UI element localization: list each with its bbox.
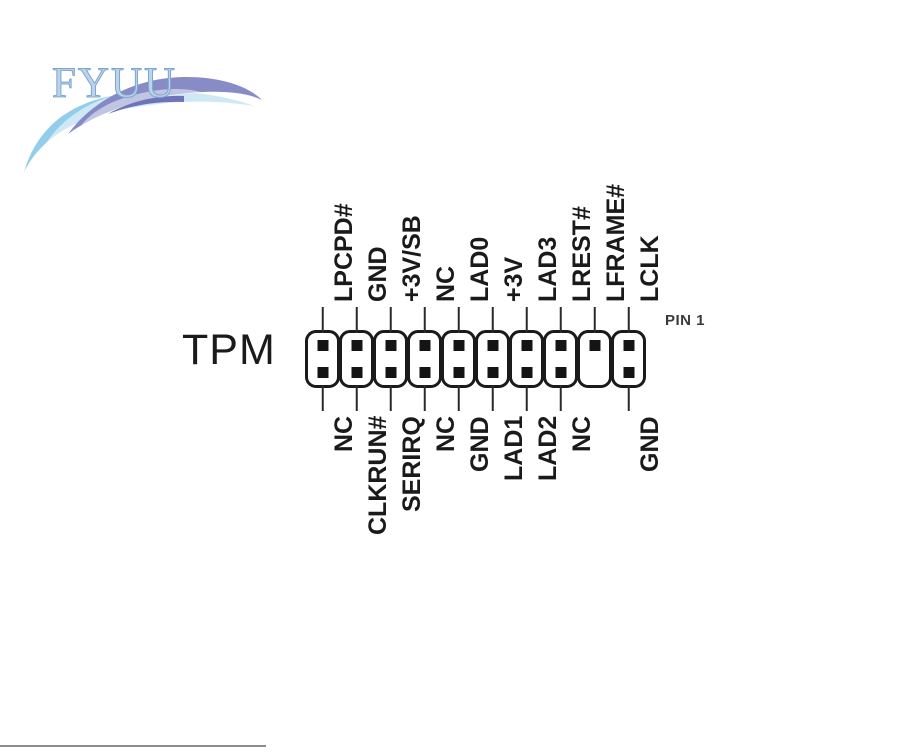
pin-label-top: LCLK — [635, 235, 664, 302]
pin-label-top: LFRAME# — [601, 183, 630, 302]
pin-pad-bottom — [555, 367, 566, 378]
fyuu-logo — [8, 62, 266, 180]
connector-body — [305, 307, 646, 411]
connector-cell — [339, 307, 374, 411]
leader-line-top — [627, 307, 630, 333]
leader-line-bottom — [559, 385, 562, 411]
pin-label-bottom: LAD2 — [533, 415, 562, 481]
component-label: TPM — [182, 326, 276, 374]
pin-pad-bottom — [453, 367, 464, 378]
connector-cell — [475, 307, 510, 411]
pin-label-bottom: NC — [329, 415, 358, 452]
pin-label-bottom: NC — [567, 415, 596, 452]
pin-label-bottom: GND — [635, 416, 664, 472]
connector-cell — [577, 307, 612, 388]
pin-label-bottom: GND — [465, 416, 494, 472]
pin-label-top: +3V/SB — [397, 215, 426, 302]
pin-pad-bottom — [317, 367, 328, 378]
leader-line-top — [525, 307, 528, 333]
leader-line-top — [389, 307, 392, 333]
leader-line-bottom — [423, 385, 426, 411]
leader-line-top — [491, 307, 494, 333]
pin-label-top: LREST# — [567, 206, 596, 302]
pin-label-top: LPCPD# — [329, 203, 358, 302]
pin-label-bottom: LAD1 — [499, 415, 528, 481]
pin-label-bottom: CLKRUN# — [363, 415, 392, 535]
connector-cell — [509, 307, 544, 411]
pin-label-top: LAD0 — [465, 236, 494, 302]
bottom-divider — [0, 745, 266, 747]
leader-line-top — [321, 307, 324, 333]
leader-line-top — [457, 307, 460, 333]
connector-cell — [305, 307, 340, 411]
pin-label-top: NC — [431, 265, 460, 302]
leader-line-bottom — [525, 385, 528, 411]
pin-pad-bottom — [419, 367, 430, 378]
connector-cell — [407, 307, 442, 411]
pin-pad-top — [385, 340, 396, 351]
connector-cell — [441, 307, 476, 411]
pin-pad-top — [555, 340, 566, 351]
connector-cell — [543, 307, 578, 411]
pin-label-top: +3V — [499, 256, 528, 302]
pin-pad-top — [453, 340, 464, 351]
pin-pad-top — [351, 340, 362, 351]
pin1-label: PIN 1 — [665, 312, 706, 329]
logo-swoosh-icon — [24, 76, 262, 172]
leader-line-bottom — [491, 385, 494, 411]
pin-label-top: LAD3 — [533, 236, 562, 302]
pin-pad-bottom — [351, 367, 362, 378]
pin-pad-top — [419, 340, 430, 351]
leader-line-bottom — [627, 385, 630, 411]
leader-line-top — [423, 307, 426, 333]
leader-line-bottom — [355, 385, 358, 411]
pin-pad-bottom — [521, 367, 532, 378]
leader-line-top — [593, 307, 596, 333]
pin-pad-top — [317, 340, 328, 351]
connector-cell — [611, 307, 646, 411]
leader-line-top — [559, 307, 562, 333]
pin-pad-bottom — [487, 367, 498, 378]
pin-pad-bottom — [385, 367, 396, 378]
leader-line-bottom — [389, 385, 392, 411]
leader-line-top — [355, 307, 358, 333]
pin-pad-top — [487, 340, 498, 351]
connector-cell — [373, 307, 408, 411]
leader-line-bottom — [457, 385, 460, 411]
pin-pad-bottom — [623, 367, 634, 378]
pin-label-bottom: NC — [431, 415, 460, 452]
pin-label-top: GND — [363, 246, 392, 302]
pin-label-bottom: SERIRQ — [397, 416, 426, 512]
leader-line-bottom — [321, 385, 324, 411]
pin-pad-top — [589, 340, 600, 351]
pin-pad-top — [521, 340, 532, 351]
pin-pad-top — [623, 340, 634, 351]
logo-wordmark: FYUU — [51, 60, 178, 107]
